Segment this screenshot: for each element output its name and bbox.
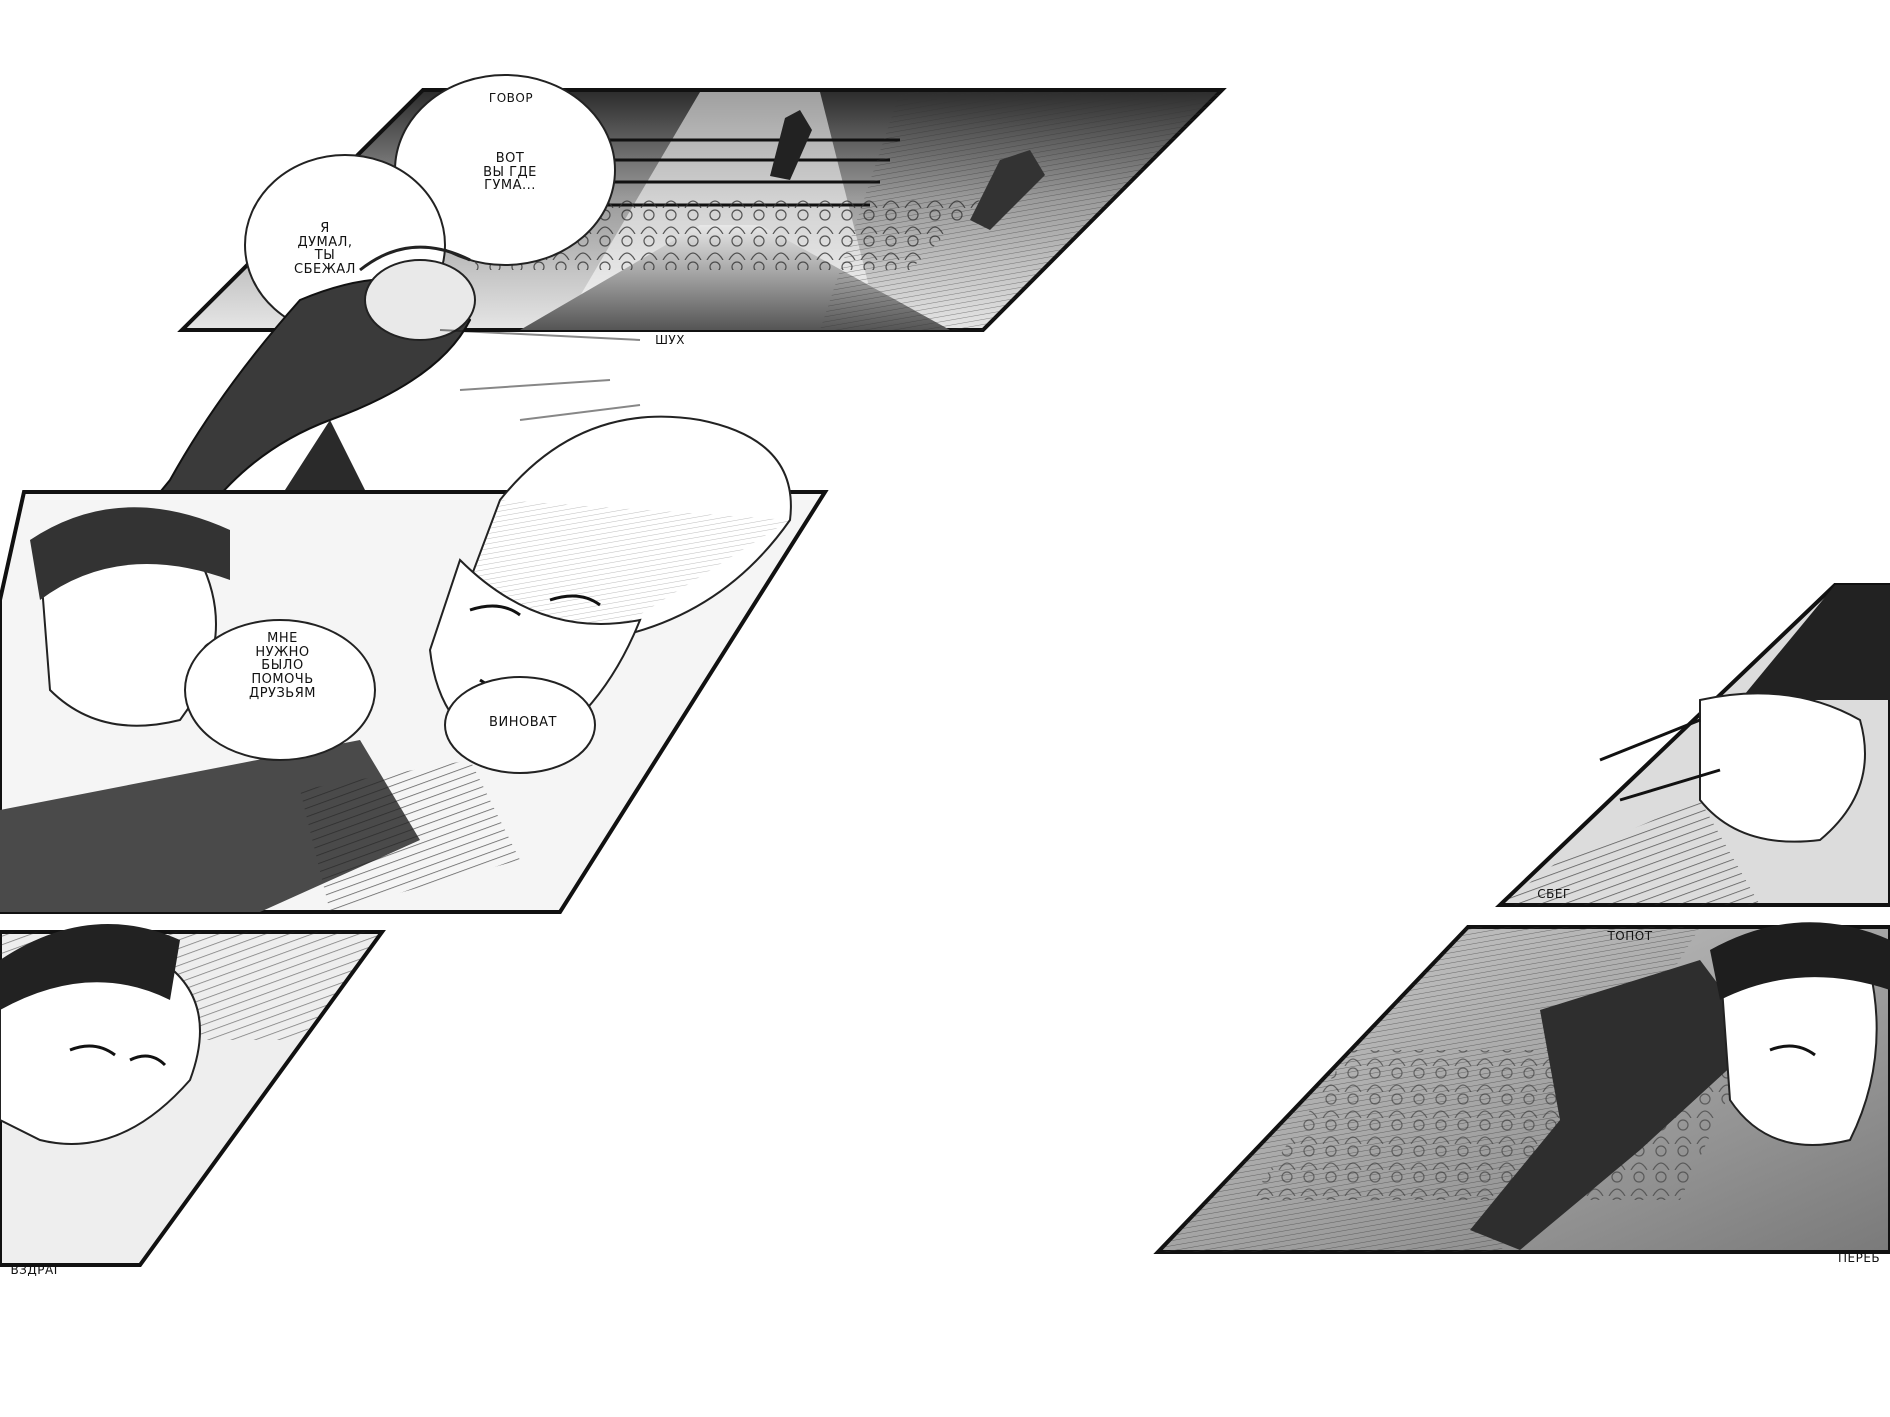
- bubble-line: ДУМАЛ,: [297, 234, 353, 250]
- panel-3: [0, 924, 386, 1267]
- bubble-line: ТЫ: [314, 248, 336, 264]
- sfx-run: СБЕГ: [1537, 887, 1571, 901]
- bubble-line: БЫЛО: [261, 658, 304, 674]
- bubble-line: МНЕ: [267, 631, 298, 646]
- sfx-flinch: ВЗДРАГ: [10, 1263, 62, 1277]
- speed-lines: [439, 329, 641, 421]
- bubble-line: ГУМА...: [484, 178, 536, 194]
- sfx-talk: ГОВОР: [488, 91, 534, 105]
- panel-4: [1495, 583, 1890, 907]
- speech-bubble-here-you-are: ВОТ ВЫ ГДЕ ГУМА...: [470, 152, 550, 193]
- bubble-line: НУЖНО: [255, 644, 310, 660]
- sfx-step: ПЕРЕБ: [1838, 1251, 1881, 1265]
- bubble-line: СБЕЖАЛ: [294, 261, 356, 277]
- panel-2: [0, 415, 829, 914]
- panel-5: [1153, 922, 1890, 1254]
- sfx-whoosh: ШУХ: [655, 333, 685, 347]
- bubble-line: ПОМОЧЬ: [251, 671, 314, 687]
- speech-bubble-help-friends: МНЕ НУЖНО БЫЛО ПОМОЧЬ ДРУЗЬЯМ: [235, 632, 330, 700]
- bubble-line: ДРУЗЬЯМ: [249, 685, 316, 701]
- speech-bubble-thought-you-ran: Я ДУМАЛ, ТЫ СБЕЖАЛ: [285, 222, 365, 277]
- bubble-line: ВОТ: [495, 151, 525, 166]
- bubble-line: ВЫ ГДЕ: [483, 164, 537, 180]
- bubble-line: Я: [320, 221, 330, 236]
- speech-bubble-sorry: ВИНОВАТ: [489, 715, 557, 730]
- sfx-stomp: ТОПОТ: [1607, 929, 1653, 943]
